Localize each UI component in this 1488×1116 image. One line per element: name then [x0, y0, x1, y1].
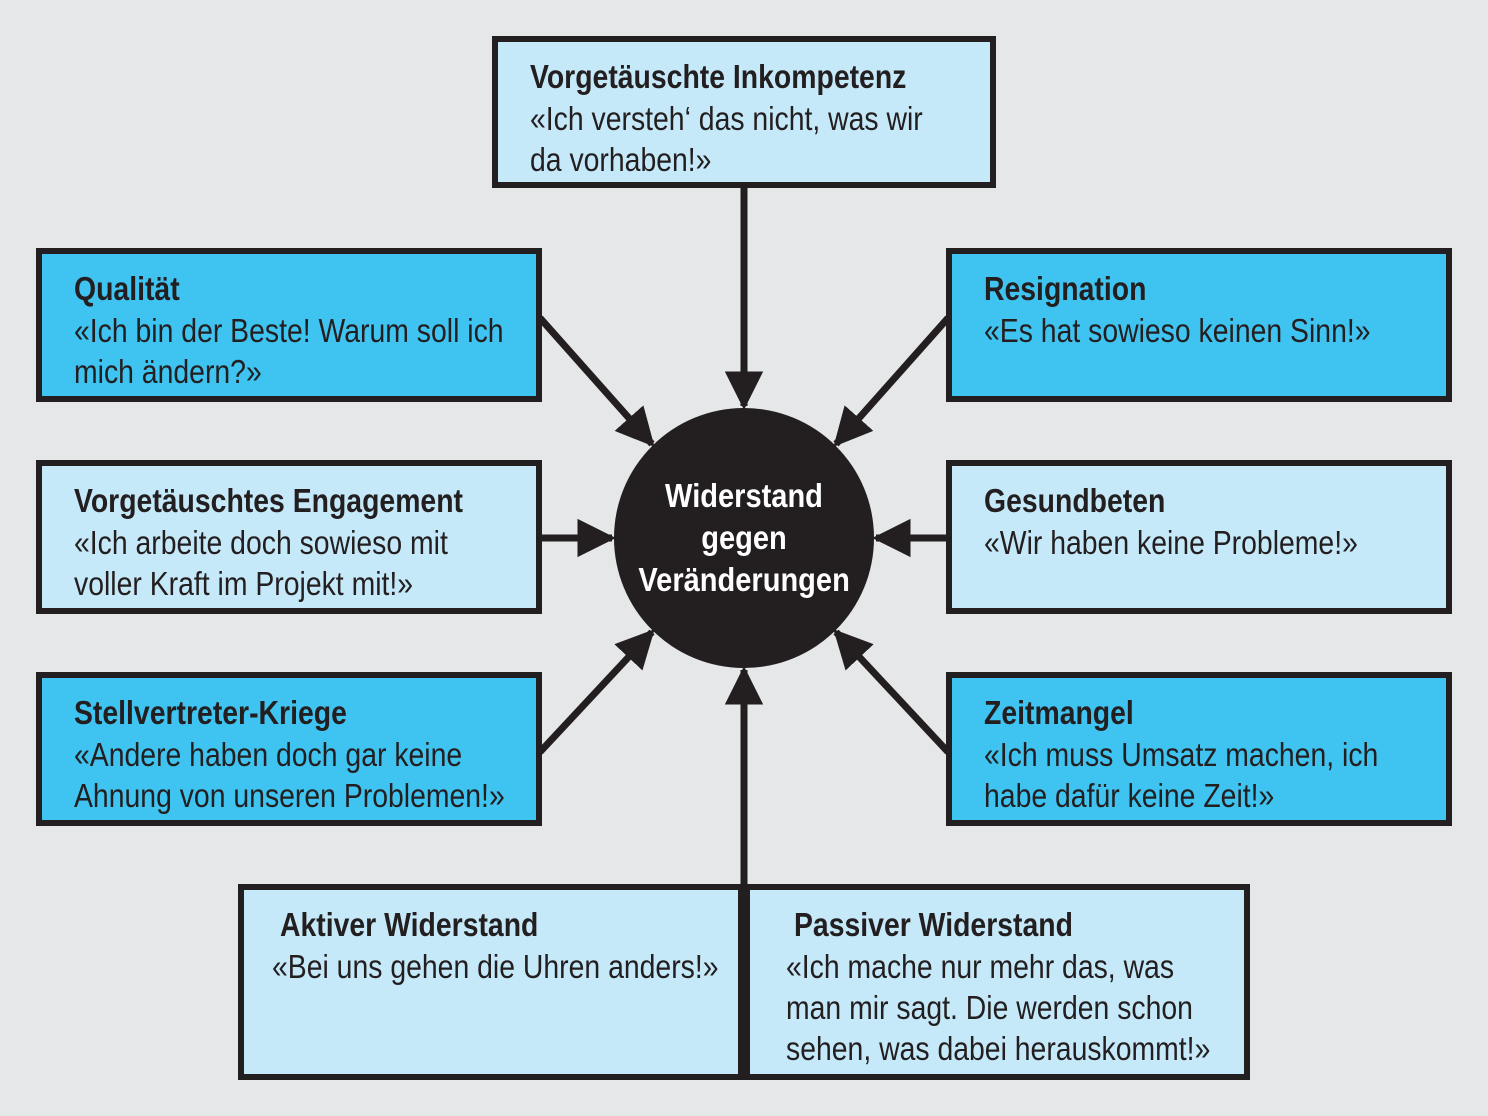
center-node: Widerstand gegen Veränderungen — [614, 408, 874, 668]
box-title: Vorgetäuschte Inkompetenz — [530, 58, 907, 95]
arrow-qualitaet — [537, 315, 655, 447]
box-quote: «Ich arbeite doch sowieso mit voller Kra… — [74, 524, 448, 602]
box-quote: «Wir haben keine Probleme!» — [984, 524, 1358, 561]
box-quote: «Andere haben doch gar keine Ahnung von … — [74, 736, 505, 814]
box-vorgetaeuschte-inkompetenz: Vorgetäuschte Inkompetenz «Ich versteh‘ … — [492, 36, 996, 188]
box-title: Resignation — [984, 270, 1147, 307]
center-label: Widerstand gegen Veränderungen — [638, 477, 850, 598]
box-aktiver-widerstand: Aktiver Widerstand «Bei uns gehen die Uh… — [238, 884, 744, 1080]
arrow-stellvertreter — [537, 629, 655, 755]
box-quote: «Ich muss Umsatz machen, ich habe dafür … — [984, 736, 1379, 814]
box-quote: «Bei uns gehen die Uhren anders!» — [272, 948, 719, 985]
box-title: Gesundbeten — [984, 482, 1166, 519]
box-gesundbeten: Gesundbeten «Wir haben keine Probleme!» — [946, 460, 1452, 614]
box-stellvertreter-kriege: Stellvertreter-Kriege «Andere haben doch… — [36, 672, 542, 826]
box-passiver-widerstand: Passiver Widerstand «Ich mache nur mehr … — [744, 884, 1250, 1080]
box-quote: «Ich bin der Beste! Warum soll ich mich … — [74, 312, 504, 390]
box-title: Vorgetäuschtes Engagement — [74, 482, 464, 519]
box-title: Qualität — [74, 270, 180, 307]
box-quote: «Es hat sowieso keinen Sinn!» — [984, 312, 1371, 349]
arrow-resignation — [833, 315, 951, 447]
box-vorgetaeuschtes-engagement: Vorgetäuschtes Engagement «Ich arbeite d… — [36, 460, 542, 614]
box-title: Passiver Widerstand — [794, 906, 1073, 943]
box-resignation: Resignation «Es hat sowieso keinen Sinn!… — [946, 248, 1452, 402]
box-title: Stellvertreter-Kriege — [74, 694, 347, 731]
box-title: Aktiver Widerstand — [280, 906, 539, 943]
box-qualitaet: Qualität «Ich bin der Beste! Warum soll … — [36, 248, 542, 402]
box-quote: «Ich mache nur mehr das, was man mir sag… — [786, 948, 1211, 1067]
box-zeitmangel: Zeitmangel «Ich muss Umsatz machen, ich … — [946, 672, 1452, 826]
arrow-zeitmangel — [833, 629, 951, 755]
box-title: Zeitmangel — [984, 694, 1134, 731]
box-quote: «Ich versteh‘ das nicht, was wir da vorh… — [530, 100, 923, 178]
